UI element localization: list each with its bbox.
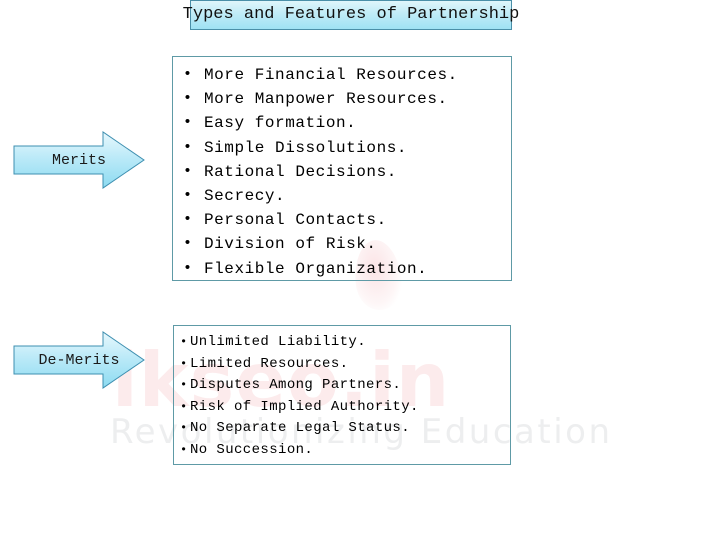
- list-item-label: Disputes Among Partners.: [190, 377, 402, 394]
- merits-arrow-icon: [13, 131, 145, 189]
- list-item: • Flexible Organization.: [183, 257, 458, 281]
- list-item-label: Risk of Implied Authority.: [190, 398, 419, 415]
- list-item: • Simple Dissolutions.: [183, 136, 458, 160]
- list-item: • Disputes Among Partners.: [180, 375, 419, 397]
- list-item: • Secrecy.: [183, 184, 458, 208]
- list-item: • No Succession.: [180, 440, 419, 462]
- bullet-icon: •: [180, 399, 188, 414]
- bullet-icon: •: [183, 235, 193, 253]
- list-item-label: More Financial Resources.: [204, 66, 458, 84]
- list-item: • Limited Resources.: [180, 354, 419, 376]
- slide-title-box: Types and Features of Partnership: [183, 0, 519, 30]
- bullet-icon: •: [183, 114, 193, 132]
- merits-list-box: • More Financial Resources. • More Manpo…: [172, 56, 512, 281]
- list-item-label: Secrecy.: [204, 186, 286, 205]
- list-item-label: Division of Risk.: [204, 235, 377, 254]
- list-item: • Unlimited Liability.: [180, 332, 419, 354]
- list-item-label: More Manpower Resources.: [204, 90, 448, 109]
- bullet-icon: •: [183, 186, 193, 204]
- list-item-label: Unlimited Liability.: [190, 334, 367, 350]
- list-item: • Personal Contacts.: [183, 208, 458, 232]
- list-item: • Division of Risk.: [183, 232, 458, 256]
- bullet-icon: •: [180, 442, 188, 457]
- bullet-icon: •: [180, 421, 188, 436]
- list-item-label: Personal Contacts.: [204, 211, 387, 230]
- merits-list: • More Financial Resources. • More Manpo…: [183, 63, 458, 281]
- list-item-label: Flexible Organization.: [204, 259, 428, 278]
- bullet-icon: •: [183, 138, 193, 156]
- list-item: • Risk of Implied Authority.: [180, 397, 419, 419]
- demerits-list-box: • Unlimited Liability. • Limited Resourc…: [173, 325, 511, 465]
- bullet-icon: •: [183, 259, 193, 277]
- list-item: • Easy formation.: [183, 111, 458, 135]
- list-item-label: Easy formation.: [204, 114, 357, 133]
- bullet-icon: •: [183, 162, 193, 180]
- list-item: • More Manpower Resources.: [183, 87, 458, 111]
- list-item-label: No Succession.: [190, 441, 314, 458]
- list-item: • Rational Decisions.: [183, 160, 458, 184]
- bullet-icon: •: [183, 211, 193, 229]
- bullet-icon: •: [183, 66, 193, 83]
- bullet-icon: •: [180, 378, 188, 393]
- list-item-label: No Separate Legal Status.: [190, 420, 411, 437]
- bullet-icon: •: [183, 90, 193, 108]
- list-item-label: Simple Dissolutions.: [204, 138, 408, 157]
- list-item-label: Rational Decisions.: [204, 162, 397, 181]
- bullet-icon: •: [180, 356, 188, 371]
- demerits-arrow-icon: [13, 331, 145, 389]
- slide-title-text: Types and Features of Partnership: [182, 5, 520, 24]
- list-item-label: Limited Resources.: [190, 355, 349, 372]
- demerits-list: • Unlimited Liability. • Limited Resourc…: [180, 332, 419, 462]
- list-item: • No Separate Legal Status.: [180, 418, 419, 440]
- bullet-icon: •: [180, 335, 188, 349]
- list-item: • More Financial Resources.: [183, 63, 458, 87]
